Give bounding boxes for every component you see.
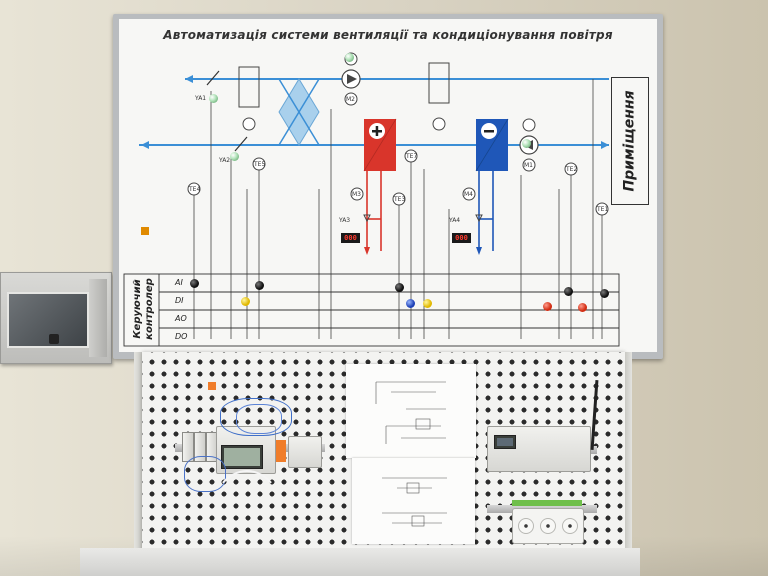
cold-water-loop <box>478 171 494 251</box>
power-outlet-block <box>512 508 584 544</box>
room-label: Приміщення <box>622 90 639 192</box>
di-indicator-2 <box>406 299 415 308</box>
wiring-diagram-sheet-2 <box>352 458 475 544</box>
heater-block <box>363 118 397 172</box>
cooler-block <box>475 118 509 172</box>
board-title: Автоматизація системи вентиляції та конд… <box>163 28 613 42</box>
di-indicator-1 <box>241 297 250 306</box>
hot-water-loop <box>366 171 382 251</box>
power-socket-1[interactable] <box>518 518 534 534</box>
enclosure-door <box>7 292 89 348</box>
tag-te1: TE1 <box>597 206 609 213</box>
module-status-window <box>494 435 516 449</box>
signal-row-ai: AI <box>175 278 183 287</box>
tag-m3: M3 <box>352 191 361 198</box>
relay-module <box>288 436 322 468</box>
power-socket-3[interactable] <box>562 518 578 534</box>
board-surface: Автоматизація системи вентиляції та конд… <box>119 19 657 352</box>
signal-row-ao: AO <box>175 314 187 323</box>
tag-ya3: YA3 <box>339 217 351 224</box>
ai-jack-1[interactable] <box>190 279 199 288</box>
tag-ya4: YA4 <box>449 217 461 224</box>
ventilation-diagram <box>123 52 620 347</box>
tag-m1: M1 <box>524 162 533 169</box>
ai-jack-4[interactable] <box>564 287 573 296</box>
heat-recuperator <box>278 78 320 146</box>
electrical-enclosure <box>0 272 112 364</box>
di-indicator-5 <box>578 303 587 312</box>
ai-jack-3[interactable] <box>395 283 404 292</box>
tag-ya1: YA1 <box>195 95 207 102</box>
fan-m2-indicator <box>345 53 354 62</box>
department-logo <box>141 227 149 235</box>
di-indicator-3 <box>423 299 432 308</box>
controller-lcd <box>221 445 263 469</box>
heater-valve-display: 000 <box>341 233 360 243</box>
controller-label-line1: Керуючий <box>132 279 143 339</box>
tag-te3: TE3 <box>394 196 406 203</box>
enclosure-knob <box>49 334 59 344</box>
tag-ya2: YA2 <box>219 157 231 164</box>
tag-te5: TE5 <box>254 161 266 168</box>
terminal-block <box>276 440 286 462</box>
tag-m4: M4 <box>464 191 473 198</box>
di-indicator-4 <box>543 302 552 311</box>
desk-edge <box>80 548 640 576</box>
wiring-diagram-sheet-1 <box>346 364 476 458</box>
peg-tag <box>208 382 216 390</box>
gsm-io-module <box>487 426 591 472</box>
controller-label: Керуючий контролер <box>124 274 164 344</box>
ai-jack-5[interactable] <box>600 289 609 298</box>
tag-m2: M2 <box>346 96 355 103</box>
controller-io-grid <box>123 273 620 347</box>
ai-jack-2[interactable] <box>255 281 264 290</box>
outlet-green-strip <box>512 500 582 506</box>
tag-te7: TE7 <box>406 153 418 160</box>
controller-label-line2: контролер <box>144 278 155 340</box>
damper-2-indicator <box>230 152 239 161</box>
signal-row-di: DI <box>175 296 184 305</box>
power-socket-2[interactable] <box>540 518 556 534</box>
room-box: Приміщення <box>611 77 649 205</box>
training-board: Автоматизація системи вентиляції та конд… <box>113 14 663 359</box>
cooler-valve-display: 000 <box>452 233 471 243</box>
fan-m1-indicator <box>522 139 531 148</box>
tag-te4: TE4 <box>189 186 201 193</box>
damper-1-indicator <box>209 94 218 103</box>
tag-te2: TE2 <box>566 166 578 173</box>
signal-row-do: DO <box>175 332 188 341</box>
